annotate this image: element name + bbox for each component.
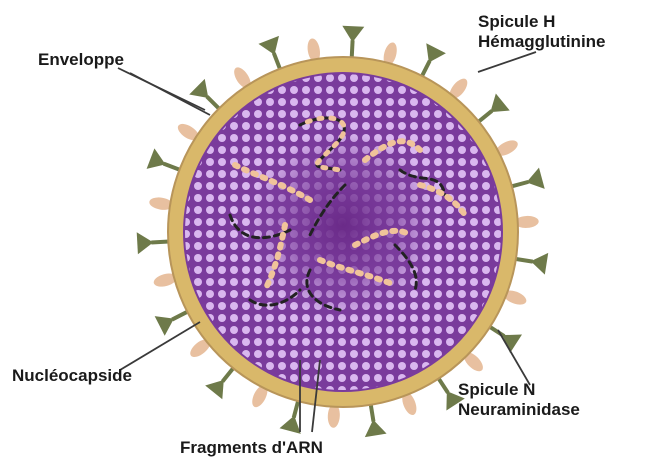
spike-h-head — [137, 232, 154, 254]
nucleocapsid-core — [248, 130, 438, 320]
spike-n-line2: Neuraminidase — [458, 400, 580, 420]
envelope-label: Enveloppe — [38, 50, 124, 70]
spike-h-head — [258, 36, 279, 55]
spike-n-line1: Spicule N — [458, 380, 580, 400]
spike-h-head — [155, 316, 174, 336]
spike-n-label: Spicule N Neuraminidase — [458, 380, 580, 420]
spike-h-head — [531, 253, 549, 275]
spike-h-line1: Spicule H — [478, 12, 606, 32]
spike-h-head — [526, 168, 544, 189]
spike-h-head — [189, 79, 208, 98]
spike-h-head — [342, 26, 364, 43]
spike-h-head — [490, 93, 509, 112]
spike-h-head — [365, 420, 387, 438]
spike-h-head — [280, 416, 301, 434]
nucleocapsid-label: Nucléocapside — [12, 366, 132, 386]
spike-h-head — [147, 148, 166, 169]
spike-h-line2: Hémagglutinine — [478, 32, 606, 52]
spike-h-head — [426, 43, 446, 62]
spike-h-head — [205, 380, 224, 399]
rna-fragments-label: Fragments d'ARN — [180, 438, 323, 458]
spike-h-label: Spicule H Hémagglutinine — [478, 12, 606, 52]
